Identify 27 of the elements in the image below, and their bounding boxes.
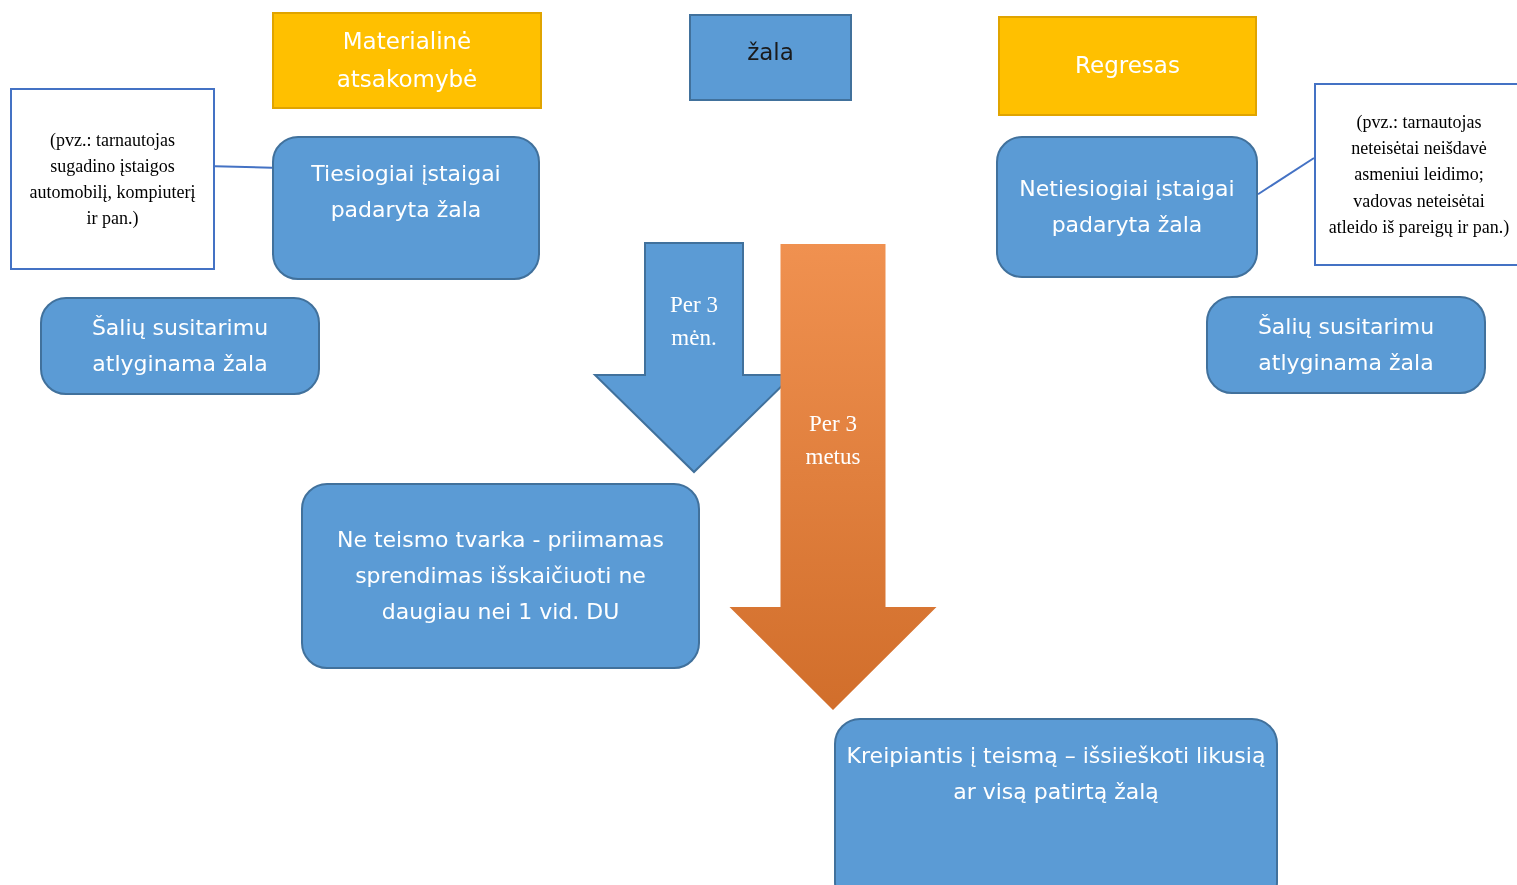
process-box <box>272 136 540 280</box>
connector-line <box>1257 157 1315 196</box>
process-box <box>689 14 852 101</box>
node-text: Materialinė atsakomybė <box>335 26 479 94</box>
node-text: Šalių susitarimu atlyginama žala <box>90 313 270 378</box>
process-box <box>1206 296 1486 394</box>
node-text: Ne teismo tvarka - priimamas sprendimas išskaičiuoti ne daugiau nei 1 vid. DU <box>335 525 666 627</box>
process-box <box>996 136 1258 278</box>
heading-box <box>998 16 1257 116</box>
heading-box <box>272 12 542 109</box>
edge-label: Per 3 mėn. <box>669 291 719 353</box>
edge-label: Per 3 metus <box>804 410 862 472</box>
node-text: žala <box>747 38 794 67</box>
process-box <box>301 483 700 669</box>
node-text: Tiesiogiai įstaigai padaryta žala <box>310 160 502 225</box>
node-text: Netiesiogiai įstaigai padaryta žala <box>1018 174 1236 239</box>
example-note-box <box>10 88 215 270</box>
connector-line <box>214 165 273 169</box>
node-text: (pvz.: tarnautojas neteisėtai neišdavė asmeniui leidimo; vadovas neteisėtai atleido iš pareigų ir pan.) <box>1328 111 1510 239</box>
example-note-box <box>1314 83 1517 266</box>
node-text: Šalių susitarimu atlyginama žala <box>1256 312 1436 377</box>
node-text: (pvz.: tarnautojas sugadino įstaigos automobilį, kompiuterį ir pan.) <box>28 128 197 231</box>
block-arrow <box>729 244 937 710</box>
process-box <box>834 718 1278 885</box>
node-text: Kreipiantis į teismą – išsiieškoti likusią ar visą patirtą žalą <box>846 742 1266 807</box>
node-text: Regresas <box>1075 51 1180 81</box>
process-box <box>40 297 320 395</box>
